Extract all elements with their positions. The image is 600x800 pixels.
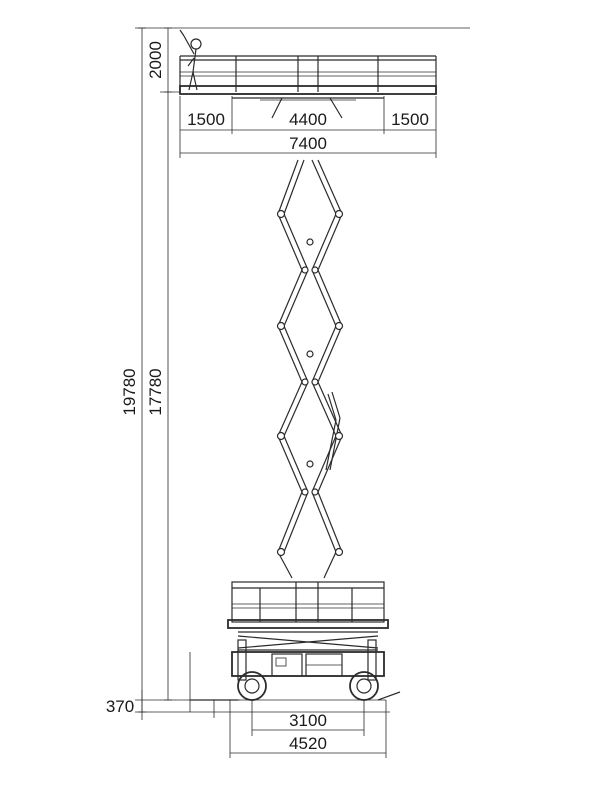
vertical-dimension-lines (135, 27, 470, 720)
horizontal-dimension-lines-top (179, 96, 437, 158)
dimension-wheelbase: 3100 (289, 711, 327, 730)
dimension-working-height: 19780 (120, 368, 139, 415)
dimension-overall-length: 4520 (289, 734, 327, 753)
dimension-platform-deck: 4400 (289, 110, 327, 129)
lower-platform (227, 581, 389, 629)
scissor-stack (277, 159, 343, 579)
dimension-extended-length: 7400 (289, 134, 327, 153)
dimension-ground-clearance: 370 (106, 697, 134, 716)
dimension-extension-left: 1500 (187, 110, 225, 129)
dimension-person-height: 2000 (146, 41, 165, 79)
top-platform (179, 55, 437, 119)
chassis (189, 631, 401, 718)
dimension-platform-height: 17780 (146, 368, 165, 415)
scissor-pivots (276, 209, 344, 557)
dimension-extension-right: 1500 (391, 110, 429, 129)
horizontal-dimension-lines-bottom (214, 699, 387, 758)
